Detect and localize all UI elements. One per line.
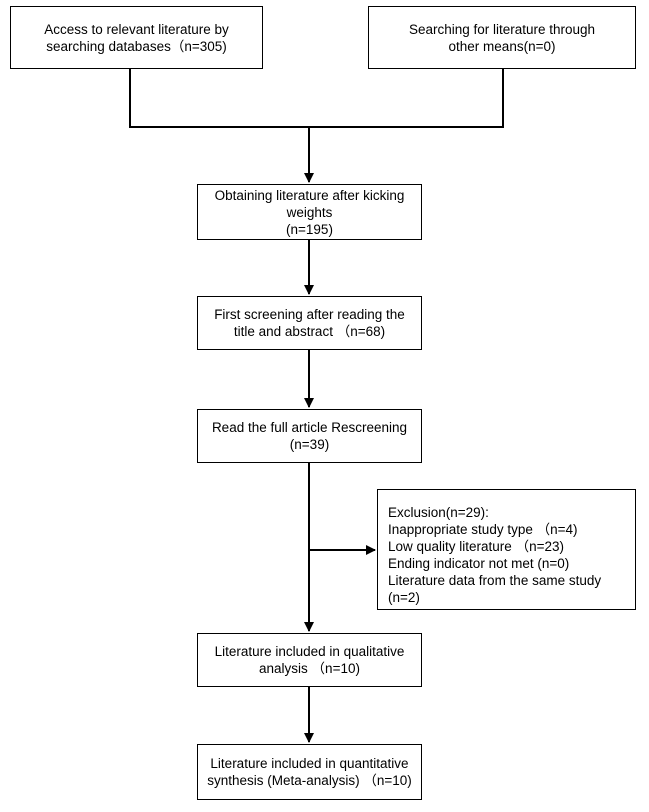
first-screening-box: First screening after reading the title … bbox=[197, 296, 422, 350]
deduplicated-box: Obtaining literature after kicking weigh… bbox=[197, 184, 422, 240]
exclusion-line-4: Ending indicator not met (n=0) bbox=[388, 556, 570, 571]
deduplicated-line-1: Obtaining literature after kicking bbox=[214, 187, 405, 203]
full-text-box: Read the full article Rescreening (n=39) bbox=[197, 409, 422, 463]
other-means-box: Searching for literature through other m… bbox=[368, 6, 636, 69]
other-means-line-2: other means(n=0) bbox=[448, 38, 556, 54]
databases-search-line-2: searching databases（n=305) bbox=[46, 38, 227, 54]
qualitative-line-1: Literature included in qualitative bbox=[214, 644, 405, 659]
full-text-line-2: (n=39) bbox=[289, 437, 330, 452]
databases-search-line-1: Access to relevant literature by bbox=[44, 21, 229, 37]
qualitative-line-2: analysis （n=10) bbox=[259, 661, 360, 676]
quantitative-line-2: synthesis (Meta-analysis) （n=10) bbox=[207, 773, 412, 788]
full-text-line-1: Read the full article Rescreening bbox=[211, 420, 408, 435]
exclusion-box: Exclusion(n=29): Inappropriate study typ… bbox=[377, 489, 636, 610]
exclusion-line-5: Literature data from the same study bbox=[388, 573, 602, 588]
deduplicated-line-3: (n=195) bbox=[286, 221, 333, 237]
exclusion-line-1: Exclusion(n=29): bbox=[388, 505, 489, 520]
first-screening-line-1: First screening after reading the bbox=[214, 307, 405, 322]
exclusion-line-2: Inappropriate study type （n=4) bbox=[388, 522, 578, 537]
databases-search-box: Access to relevant literature by searchi… bbox=[10, 6, 263, 69]
exclusion-line-6: (n=2) bbox=[388, 590, 420, 605]
quantitative-synthesis-box: Literature included in quantitative synt… bbox=[197, 744, 422, 800]
exclusion-line-3: Low quality literature （n=23) bbox=[388, 539, 564, 554]
first-screening-line-2: title and abstract （n=68) bbox=[233, 324, 386, 339]
quantitative-line-1: Literature included in quantitative bbox=[210, 756, 409, 771]
qualitative-analysis-box: Literature included in qualitative analy… bbox=[197, 633, 422, 687]
deduplicated-line-2: weights bbox=[286, 204, 333, 220]
other-means-line-1: Searching for literature through bbox=[408, 21, 596, 37]
